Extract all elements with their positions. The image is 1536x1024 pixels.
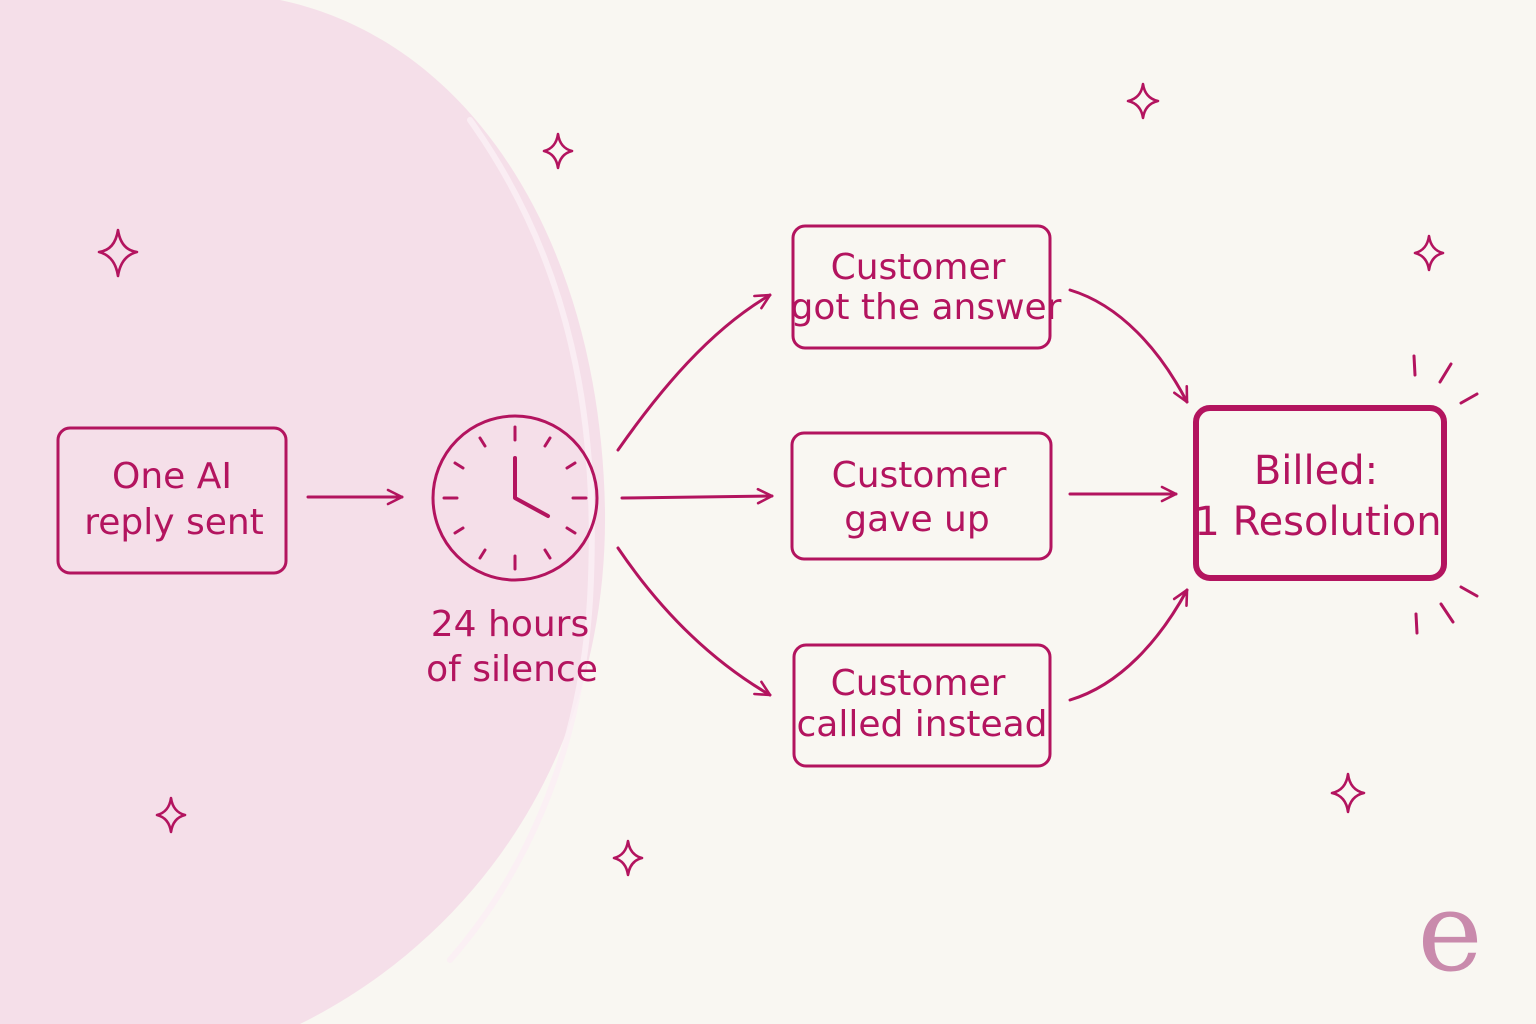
outcome-answer-line1: Customer [831, 247, 1006, 288]
outcome-answer-line2: got the answer [791, 287, 1062, 328]
emphasis-lines-icon [1412, 354, 1479, 635]
result-label-line2: 1 Resolution [1194, 499, 1441, 545]
arrow-timer-to-called [616, 546, 772, 697]
start-box [56, 426, 288, 575]
result-box [1193, 405, 1447, 581]
arrow-answer-to-result [1068, 288, 1189, 404]
arrow-timer-to-gave-up [620, 487, 774, 505]
outcome-gave-up-box [790, 431, 1053, 561]
timer-label-line1: 24 hours [431, 604, 589, 645]
sparkle-icon [612, 839, 644, 877]
sparkle-icon [1413, 234, 1445, 272]
arrow-timer-to-answer [616, 293, 772, 452]
outcome-called-line1: Customer [831, 663, 1006, 704]
sparkle-icon [542, 132, 574, 170]
outcome-gave-up-line2: gave up [844, 499, 989, 540]
outcome-called-box [792, 643, 1052, 768]
outcome-answer-box [791, 224, 1052, 350]
clock-icon [431, 414, 599, 582]
brand-logo: e [1417, 868, 1482, 996]
background-blob [0, 0, 606, 1024]
result-label-line1: Billed: [1254, 448, 1378, 494]
timer-label-line2: of silence [426, 649, 598, 690]
blob-brush-stroke [447, 117, 595, 963]
outcome-called-line2: called instead [796, 704, 1047, 745]
outcome-gave-up-line1: Customer [832, 455, 1007, 496]
sparkle-icon [155, 796, 187, 834]
start-label-line2: reply sent [84, 502, 264, 543]
arrow-called-to-result [1068, 588, 1189, 702]
sparkle-icon [97, 228, 139, 278]
sparkle-icon [1330, 772, 1366, 814]
start-label-line1: One AI [112, 456, 232, 497]
sparkle-icon [1126, 82, 1160, 120]
